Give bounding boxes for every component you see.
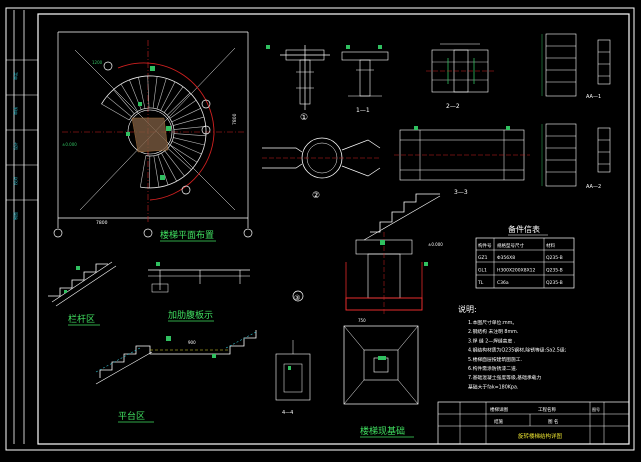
title-block-value-b: 楼梯详图 (490, 406, 508, 413)
table-cell: Φ356X8 (497, 255, 515, 261)
callout-3-label: ③ (294, 294, 300, 302)
section-4-4-label: 4—4 (282, 410, 293, 416)
left-strip-label: 审核 (12, 107, 18, 115)
parts-table-title: 备件信表 (508, 224, 540, 234)
notes-title: 说明: (458, 304, 477, 314)
foundation-dim-level: ±0.000 (428, 242, 443, 247)
table-header-cell: 规格型号尺寸 (497, 242, 524, 249)
table-cell: TL (477, 280, 484, 286)
foundation-plan-dim: 750 (358, 318, 366, 323)
platform-title: 平台区 (118, 410, 145, 422)
table-cell: GL1 (478, 268, 487, 274)
note-line: 基础大于fak=180Kpa. (468, 383, 518, 390)
title-block-label-a: 工程名称 (538, 406, 556, 413)
table-cell: C36a (497, 280, 509, 286)
plan-dim-width: 7800 (96, 220, 108, 226)
foundation-title: 楼梯现基础 (360, 425, 405, 437)
left-strip-label: 制图 (12, 212, 18, 220)
table-cell: Q235-B (546, 255, 563, 261)
stiffener-title: 加肋腹板示 (168, 309, 213, 321)
plan-title: 楼梯平面布置 (160, 229, 214, 241)
note-line: 3.焊 缝 2—焊缝高度 . (468, 337, 515, 344)
note-line: 2.钢结构 未注明 8mm. (468, 328, 518, 335)
title-block-label-b: 图 名 (548, 418, 558, 425)
table-header-cell: 构件号 (478, 242, 492, 249)
left-strip-label: 审定 (12, 72, 18, 80)
platform-dim: 900 (188, 340, 196, 345)
note-line: 6.构件需涂防锈漆二道. (468, 365, 517, 372)
table-cell: H300X200X8X12 (497, 268, 536, 274)
section-2-2-label: 2—2 (446, 103, 460, 110)
note-line: 7.基础混凝土强度等级,基础承载力 (468, 374, 541, 381)
table-cell: GZ1 (478, 255, 488, 261)
plan-dim-level-2: 1200 (92, 60, 103, 65)
table-cell: Q235-B (546, 268, 563, 274)
node-1-callout: ① (300, 113, 308, 123)
note-line: 5.楼梯面层按建筑图施工. (468, 356, 522, 363)
table-cell: Q235-B (546, 280, 563, 286)
note-line: 4.钢结构材质为Q235钢材,除锈等级:Sa2.5级; (468, 347, 567, 354)
title-block-label-c: 图号 (592, 406, 600, 412)
left-strip-label: 校对 (12, 177, 18, 185)
title-block-value-a: 结施 (494, 418, 503, 425)
table-header-cell: 材料 (546, 242, 555, 249)
plan-dim-height: 7800 (232, 113, 238, 125)
section-1-1-label: 1—1 (356, 107, 370, 114)
title-block-drawing-name: 旋转楼梯结构详图 (518, 432, 563, 440)
note-line: 1.本图尺寸单位:mm。 (468, 319, 517, 326)
ring-node-callout: ② (312, 191, 320, 201)
section-3-3-label: 3—3 (454, 189, 468, 196)
rail-section-title: 栏杆区 (68, 313, 95, 325)
plan-dim-level-1: ±0.000 (62, 142, 77, 147)
rail-aa2-label: AA—2 (586, 184, 601, 190)
rail-aa1-label: AA—1 (586, 94, 601, 100)
left-strip-label: 设计 (12, 142, 18, 150)
